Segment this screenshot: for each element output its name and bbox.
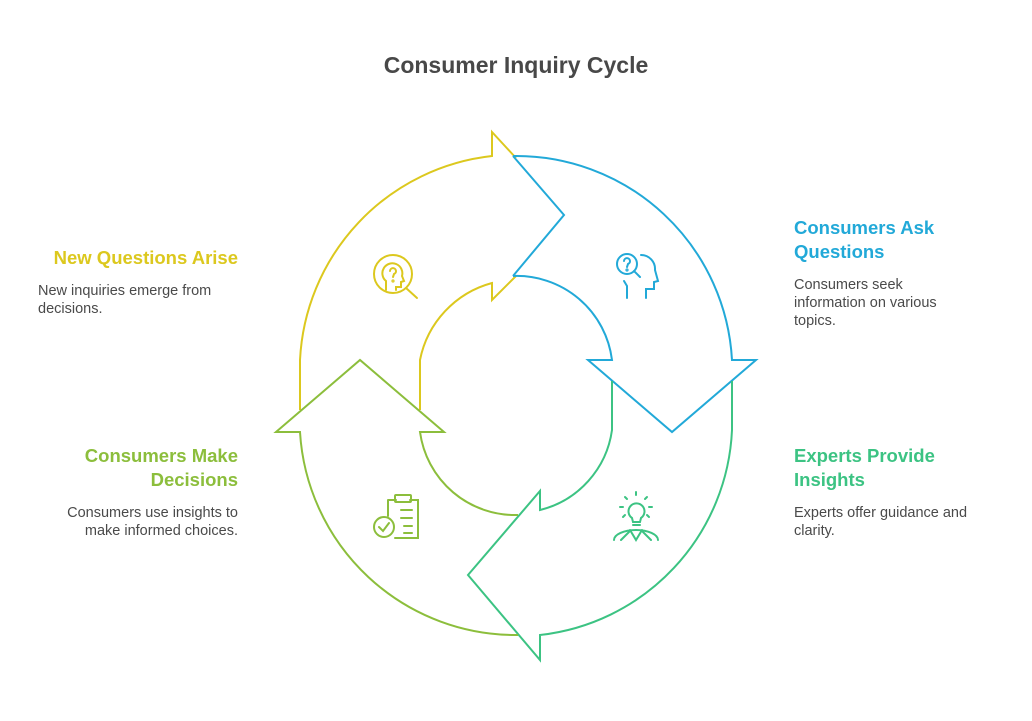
- head-question-magnifier-icon: [373, 254, 418, 299]
- step-description: New inquiries emerge from decisions.: [38, 283, 212, 317]
- step-heading: Experts Provide Insights: [794, 445, 935, 490]
- step-heading: Consumers Ask Questions: [794, 217, 935, 262]
- step-ask-questions: Consumers Ask Questions Consumers seek i…: [794, 216, 974, 330]
- cycle-arrow-experts-insights: [466, 381, 733, 663]
- diagram-title: Consumer Inquiry Cycle: [383, 52, 649, 78]
- step-description: Consumers use insights to make informed …: [67, 505, 238, 539]
- cycle-arrow-ask-questions: [512, 154, 759, 434]
- cycle-arrow-new-questions: [299, 129, 517, 410]
- step-description: Consumers seek information on various to…: [794, 277, 937, 329]
- step-description: Experts offer guidance and clarity.: [794, 505, 968, 539]
- cycle-arrow-make-decisions: [273, 358, 519, 637]
- step-heading: New Questions Arise: [53, 247, 238, 268]
- step-heading: Consumers Make Decisions: [84, 445, 238, 490]
- lightbulb-person-icon: [613, 491, 659, 542]
- question-magnifier-head-icon: [616, 253, 660, 299]
- step-new-questions: New Questions Arise New inquiries emerge…: [38, 246, 238, 318]
- step-experts-insights: Experts Provide Insights Experts offer g…: [794, 444, 984, 540]
- step-make-decisions: Consumers Make Decisions Consumers use i…: [38, 444, 238, 540]
- clipboard-check-icon: [373, 494, 419, 539]
